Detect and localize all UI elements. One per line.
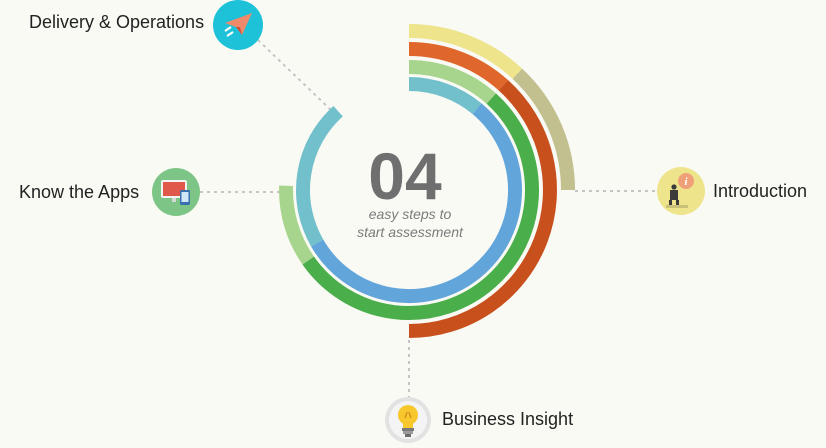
paper-plane-icon[interactable] [213, 0, 263, 50]
lightbulb-icon[interactable] [385, 397, 431, 443]
center-subtitle-line1: easy steps to [368, 206, 452, 222]
ring-orange-light [408, 42, 508, 91]
ring-green [302, 93, 539, 320]
ring-green-light-left [279, 185, 315, 265]
label-delivery-operations: Delivery & Operations [29, 12, 205, 32]
ring-blue [311, 103, 523, 304]
connector-delivery [257, 39, 334, 113]
ring-teal-top [408, 77, 482, 115]
ring-introduction-olive [512, 68, 575, 191]
info-person-icon[interactable]: i [657, 167, 705, 215]
ring-teal-left [296, 105, 343, 247]
devices-icon[interactable] [152, 168, 200, 216]
label-introduction: Introduction [713, 181, 808, 201]
svg-text:i: i [684, 176, 688, 188]
label-business-insight: Business Insight [442, 409, 574, 429]
label-know-the-apps: Know the Apps [19, 182, 140, 202]
ring-orange-dark [408, 80, 557, 338]
ring-green-light-top [408, 60, 496, 104]
center-number: 04 [368, 139, 442, 213]
ring-introduction-light [408, 24, 523, 79]
center-subtitle-line2: start assessment [357, 224, 463, 240]
